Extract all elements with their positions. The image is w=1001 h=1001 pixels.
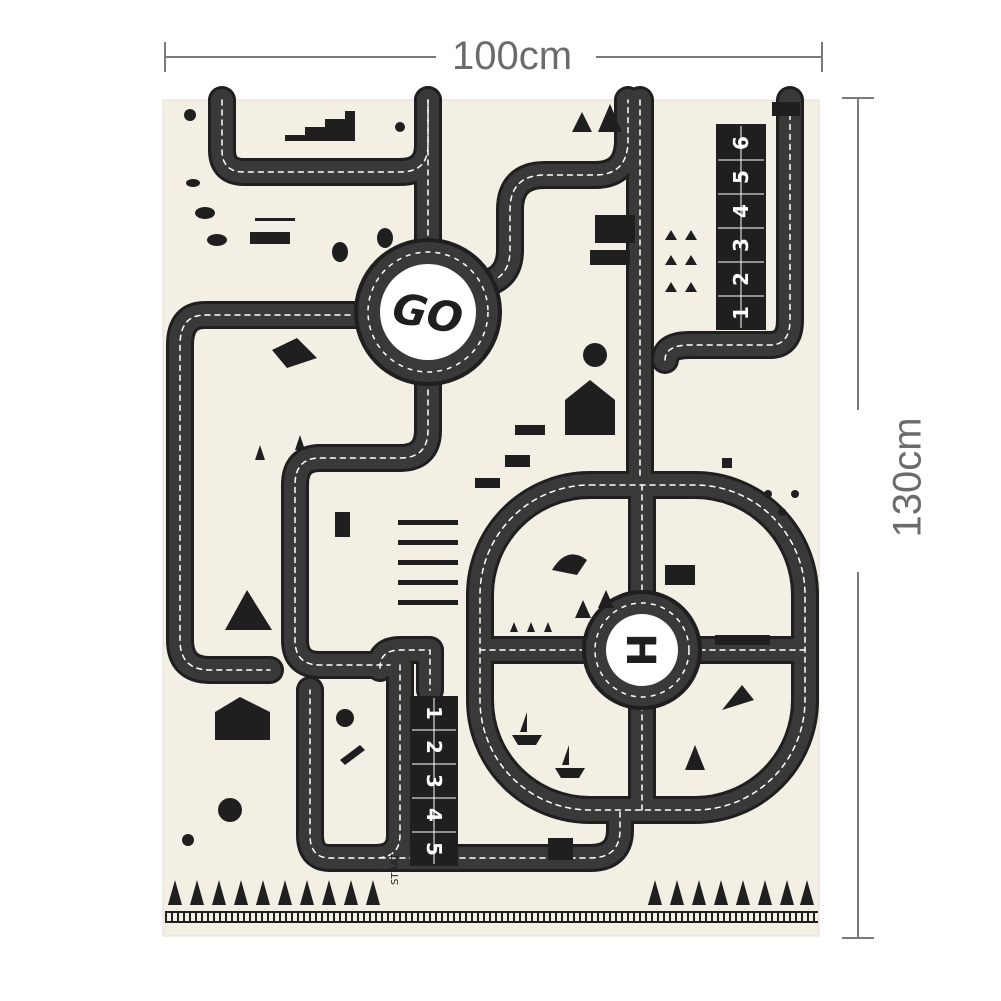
hot-air-balloon-icon xyxy=(377,228,393,248)
tent-icon xyxy=(572,104,622,132)
hopscotch-bottom: 1 2 3 4 5 xyxy=(410,696,458,866)
stars-icon xyxy=(510,622,552,632)
windsurf-icon xyxy=(722,685,754,710)
cloud-icon xyxy=(207,234,227,246)
railway-track xyxy=(165,911,818,923)
dolphin-icon xyxy=(552,554,587,575)
hop-r-2: 2 xyxy=(729,272,753,286)
boat-icon xyxy=(512,712,542,745)
flower-icon xyxy=(791,490,799,498)
cloud-icon xyxy=(195,207,215,219)
tree-icon xyxy=(583,343,607,367)
bush-icons xyxy=(665,230,697,292)
dimension-lines xyxy=(164,42,874,939)
mountain-icon xyxy=(225,590,272,630)
road-network xyxy=(166,86,819,872)
stack-icon xyxy=(595,215,635,243)
house-icon xyxy=(215,697,270,740)
width-dimension-label: 100cm xyxy=(446,34,579,79)
coral-icon xyxy=(715,635,770,645)
barn-icon xyxy=(565,380,615,435)
hop-b-5: 5 xyxy=(422,842,446,856)
station-sign-icon xyxy=(548,838,573,860)
sun-icon xyxy=(182,834,194,846)
palm-tree-icon xyxy=(685,745,705,770)
cloud-icon xyxy=(186,179,200,187)
hop-b-4: 4 xyxy=(422,808,446,822)
hop-r-5: 5 xyxy=(729,170,753,184)
hop-b-3: 3 xyxy=(422,774,446,788)
bird-icon xyxy=(184,109,196,121)
garden-icon xyxy=(665,565,695,585)
carrot-icon xyxy=(340,745,365,765)
helicopter-icon xyxy=(250,218,295,244)
helipad-label: H xyxy=(617,633,663,666)
windmill-icon xyxy=(255,435,305,460)
start-label: STRAT xyxy=(390,853,401,885)
hop-b-1: 1 xyxy=(422,706,446,720)
tree-icon xyxy=(218,798,242,822)
tree-line xyxy=(168,880,814,905)
hop-r-3: 3 xyxy=(729,238,753,252)
hop-r-1: 1 xyxy=(729,306,753,320)
kite-icon xyxy=(272,338,317,368)
truck-icon xyxy=(772,102,800,116)
decorations xyxy=(182,102,800,860)
scarecrow-icon xyxy=(335,512,350,537)
street-lamp-icon xyxy=(722,458,732,468)
snail-icon xyxy=(395,122,405,132)
sail-icon xyxy=(575,590,614,618)
go-label: GO xyxy=(389,283,467,343)
flower-icon xyxy=(778,508,786,516)
hopscotch-right: 1 2 3 4 5 6 xyxy=(716,124,766,330)
hop-r-6: 6 xyxy=(729,136,753,150)
plant-rows xyxy=(398,520,458,605)
height-dimension-label: 130cm xyxy=(885,417,931,538)
roundabout-helipad: H xyxy=(582,590,702,710)
roundabout-go: GO xyxy=(354,238,502,386)
animal-icons xyxy=(475,425,545,488)
stairs-icon xyxy=(285,111,355,141)
hop-b-2: 2 xyxy=(422,740,446,754)
boat-icon xyxy=(555,745,585,778)
crate-icon xyxy=(590,250,630,265)
hot-air-balloon-icon xyxy=(332,242,348,262)
flower-icon xyxy=(764,490,772,498)
broccoli-icon xyxy=(336,709,354,727)
hop-r-4: 4 xyxy=(729,204,753,218)
